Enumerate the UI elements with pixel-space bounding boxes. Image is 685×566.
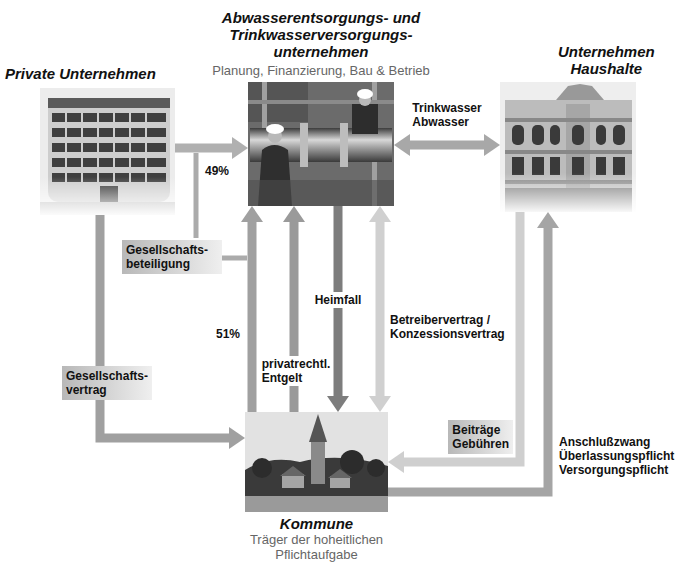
node-heading: Abwasserentsorgungs- und Trinkwasservers…	[196, 9, 446, 60]
node-subtitle: Planung, Finanzierung, Bau & Betrieb	[196, 63, 446, 78]
office-photo	[40, 88, 175, 215]
caption-group: Private Unternehmen	[5, 65, 156, 82]
arrow-shaft	[248, 222, 257, 412]
flow-arrow	[388, 212, 520, 473]
node-heading: Unternehmen Haushalte	[558, 43, 655, 77]
flow-arrow	[369, 206, 391, 412]
arrow-head	[484, 134, 500, 156]
arrow-shaft	[388, 228, 548, 492]
caption-group: KommuneTräger der hoheitlichen Pflichtau…	[227, 515, 407, 562]
arrow-shaft	[410, 141, 484, 150]
caption-group: Unternehmen Haushalte	[558, 43, 655, 77]
village-photo	[245, 412, 388, 512]
arrow-head	[369, 206, 391, 222]
townhouse-photo	[500, 82, 636, 212]
arrow-label: 51%	[214, 326, 242, 342]
caption-group: Abwasserentsorgungs- und Trinkwasservers…	[196, 9, 446, 78]
leader-line	[222, 256, 247, 261]
arrow-head	[283, 206, 305, 222]
arrow-label: Betreibervertrag / Konzessionsvertrag	[388, 312, 514, 342]
arrow-label: Anschlußzwang Überlassungspflicht Versor…	[557, 434, 676, 478]
pipe-workers-photo	[248, 82, 394, 206]
arrow-head	[232, 137, 248, 159]
node-heading: Private Unternehmen	[5, 65, 156, 82]
node-subtitle: Träger der hoheitlichen Pflichtaufgabe	[227, 532, 407, 562]
photo-box: Private Unternehmen	[40, 88, 175, 215]
arrow-head	[394, 134, 410, 156]
flow-arrow	[388, 212, 559, 492]
arrow-head	[327, 396, 349, 412]
arrow-shaft	[100, 215, 229, 438]
photo-box: Unternehmen Haushalte	[500, 82, 636, 212]
arrow-head	[388, 451, 404, 473]
photo-box: KommuneTräger der hoheitlichen Pflichtau…	[245, 412, 388, 512]
arrow-head	[537, 212, 559, 228]
arrow-shaft	[175, 144, 232, 153]
arrow-head	[369, 396, 391, 412]
leader-line	[194, 153, 199, 238]
arrow-head	[229, 427, 245, 449]
flow-arrow	[100, 215, 245, 449]
flow-arrow	[175, 137, 248, 159]
flow-arrow	[394, 134, 500, 156]
photo-box: Abwasserentsorgungs- und Trinkwasservers…	[248, 82, 394, 206]
arrow-label: Gesellschafts- vertrag	[62, 366, 152, 400]
arrow-label: Trinkwasser Abwasser	[410, 100, 483, 130]
arrow-label: privatrechtl. Entgelt	[260, 356, 333, 386]
arrow-label: Beiträge Gebühren	[448, 420, 513, 454]
arrow-label: Heimfall	[313, 292, 364, 308]
label-patch: Gesellschafts- beteiligung	[122, 240, 222, 274]
arrow-label: 49%	[203, 163, 231, 179]
node-heading: Kommune	[227, 515, 407, 532]
arrow-head	[241, 206, 263, 222]
arrow-shaft	[376, 222, 385, 396]
